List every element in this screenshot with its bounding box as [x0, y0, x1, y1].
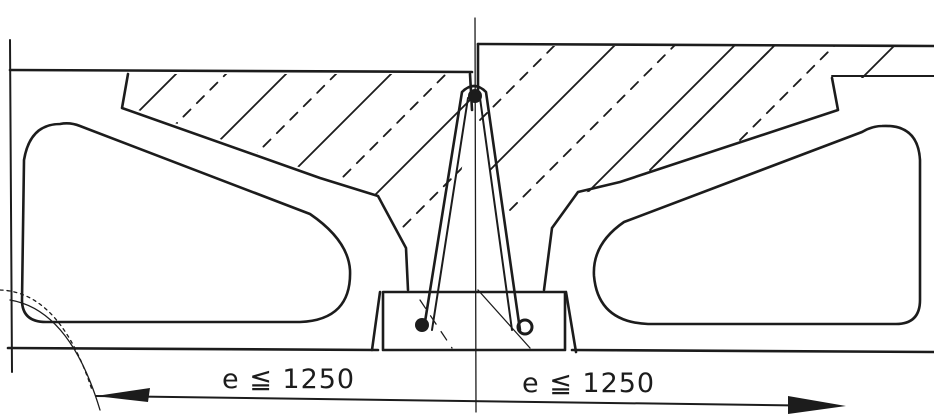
joint-box [381, 289, 567, 352]
dimension-label-left: e ≦ 1250 [222, 364, 356, 395]
partial-circle-inner [9, 299, 101, 411]
right-slab-section [476, 42, 840, 354]
dimension-line [95, 388, 846, 414]
arrow-right-icon [788, 396, 846, 414]
partial-circle [0, 289, 93, 391]
bottom-rebar-right [516, 318, 534, 336]
arrow-left-icon [96, 388, 150, 402]
bottom-rebar-left [415, 318, 429, 332]
left-slab-section [120, 72, 474, 352]
right-hatching [479, 46, 921, 221]
dimension-label-right: e ≦ 1250 [522, 368, 656, 399]
slab-outline [6, 39, 934, 373]
center-axis [474, 17, 477, 413]
right-void [592, 124, 922, 326]
hairpin-rebar [415, 84, 534, 336]
left-void [20, 122, 352, 324]
left-hatching [129, 74, 470, 241]
